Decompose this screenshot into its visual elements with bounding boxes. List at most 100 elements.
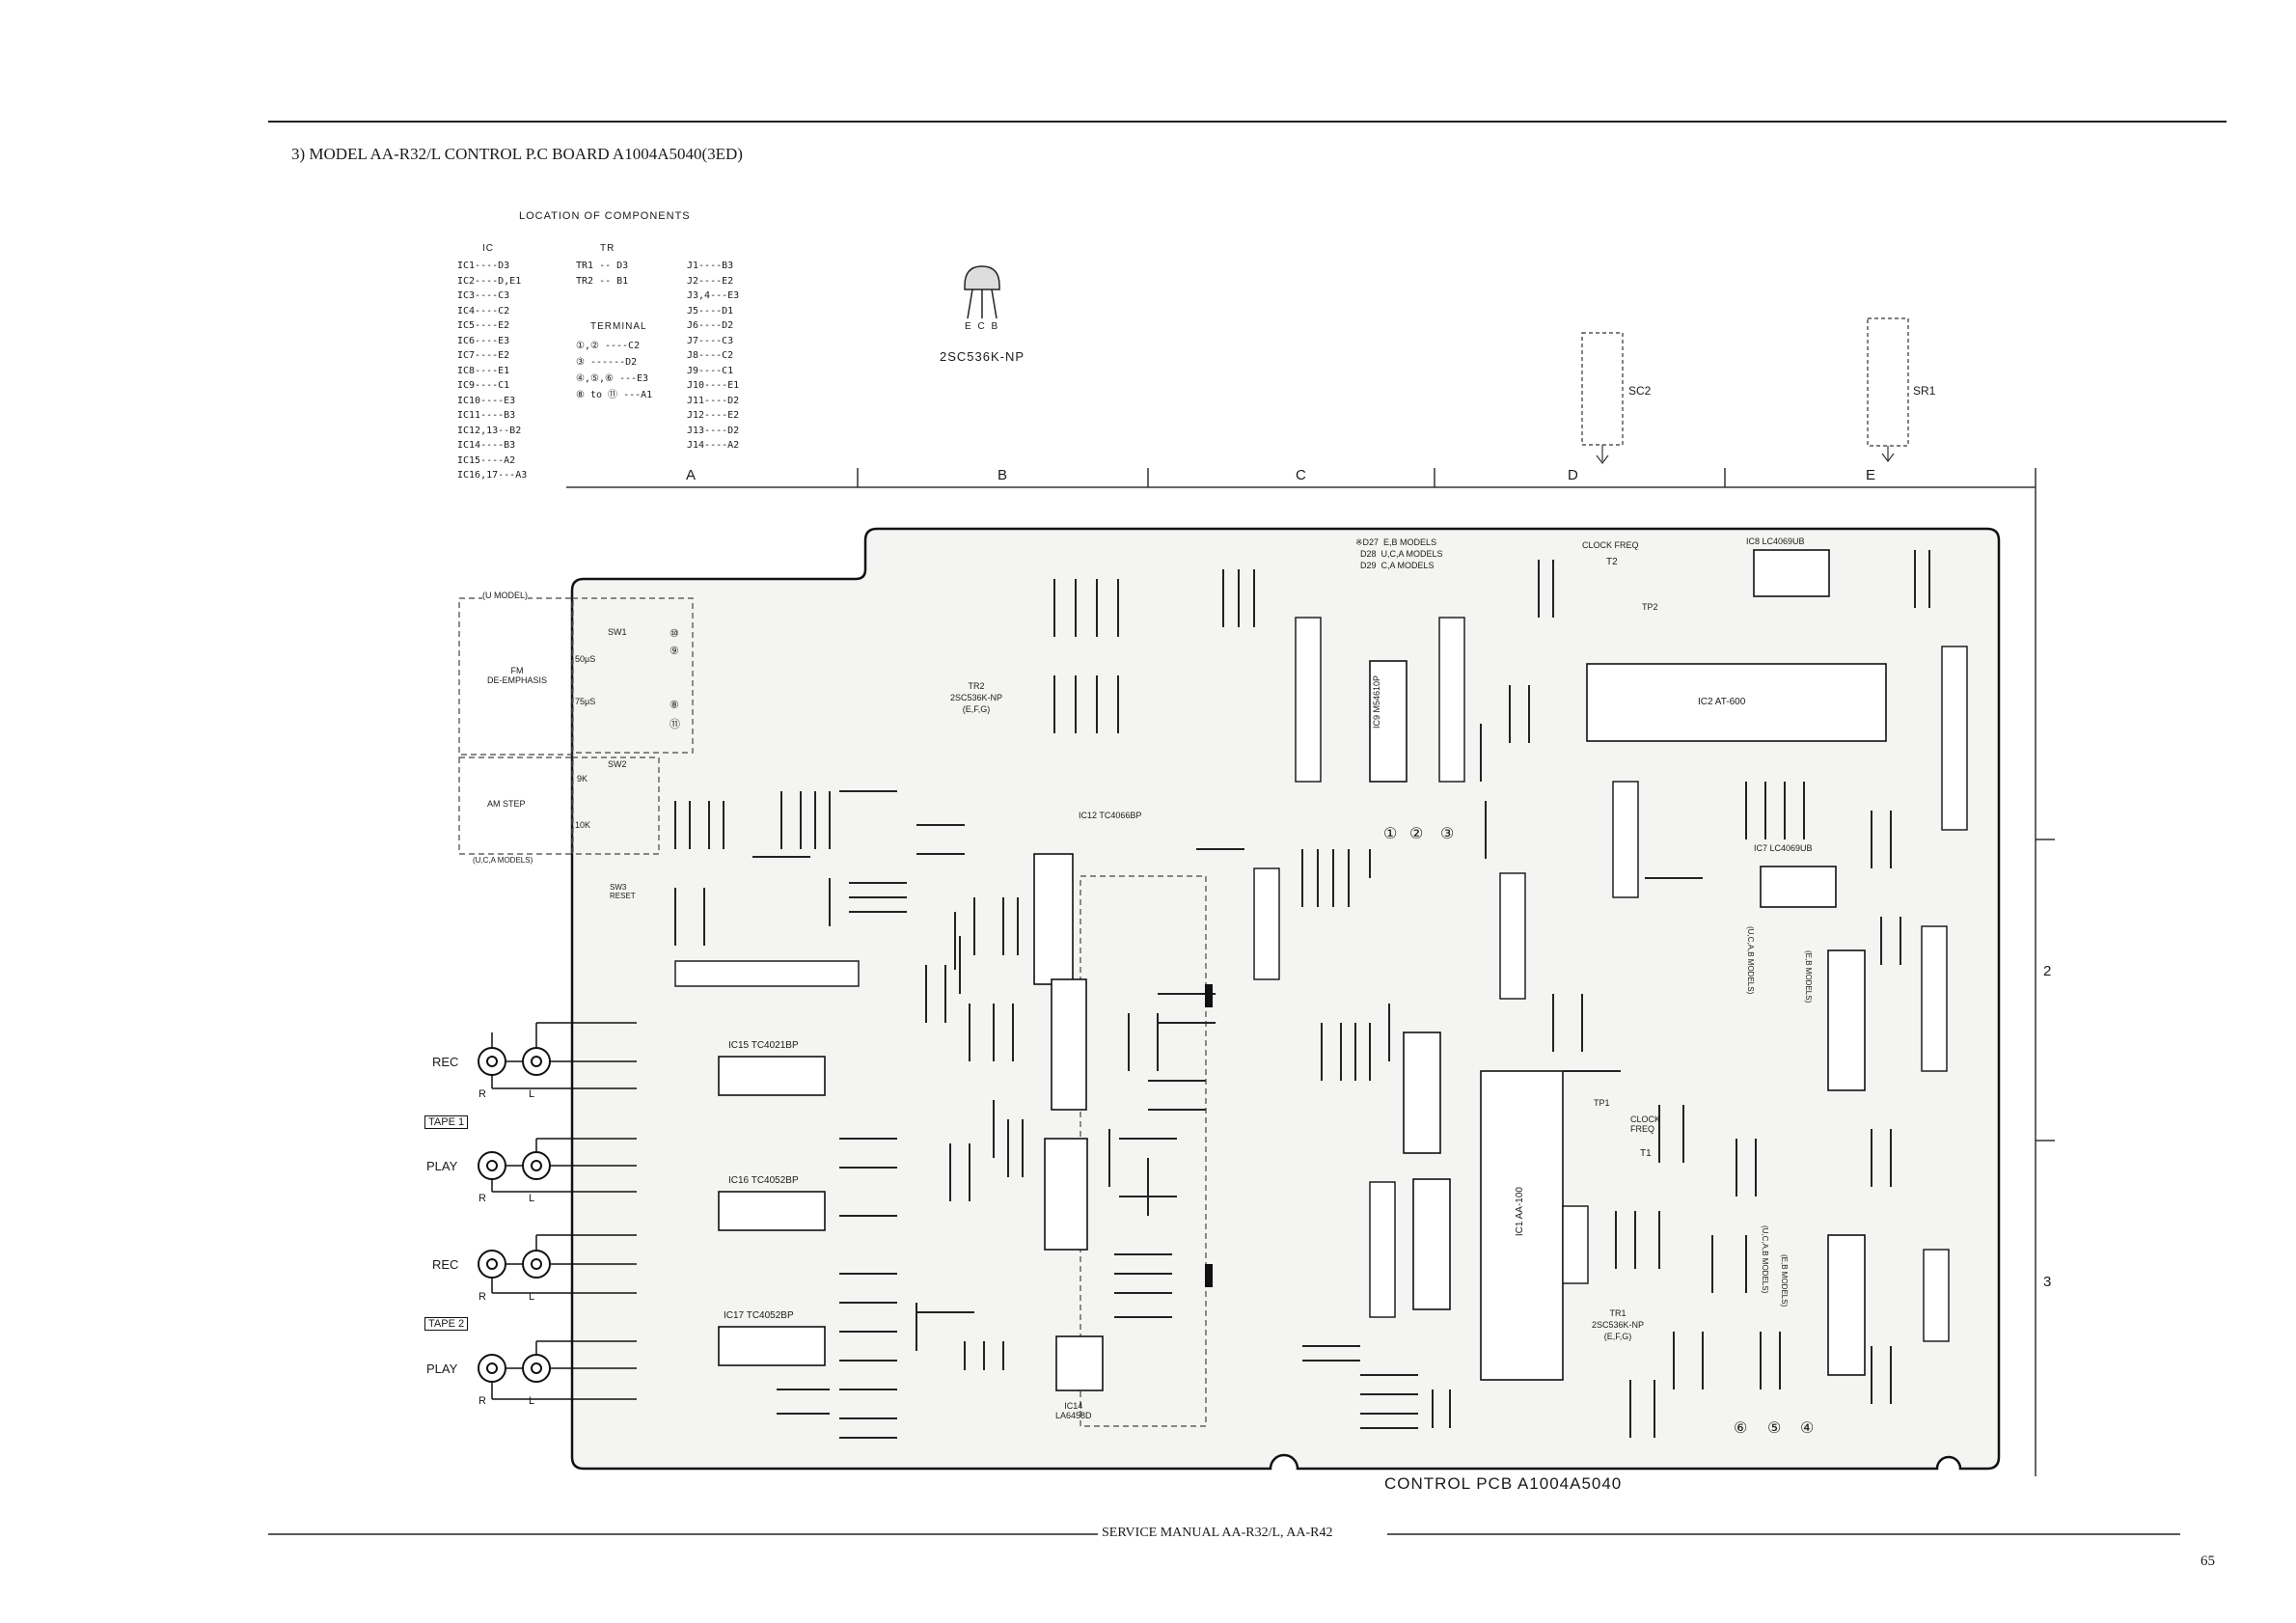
location-title: LOCATION OF COMPONENTS	[519, 210, 691, 222]
tape1-play-label: PLAY	[426, 1159, 458, 1173]
nine-k-label: 9K	[577, 774, 588, 784]
transistor-pins: E C B	[965, 321, 1000, 332]
d-models-note: ※D27 E,B MODELS D28 U,C,A MODELS D29 C,A…	[1355, 537, 1443, 570]
tr-location-row: TR2 -- B1	[576, 275, 629, 287]
ic9-label: IC9 M54610P	[1372, 675, 1381, 729]
transistor-part: 2SC536K-NP	[940, 349, 1025, 364]
terminal-3: ③	[1440, 826, 1455, 842]
ic-location-row: IC16,17---A3	[457, 470, 528, 481]
fifty-us-label: 50μS	[575, 654, 596, 664]
sr1-array	[1867, 317, 1909, 462]
terminal-2: ②	[1409, 826, 1424, 842]
side-models-1: (U,C,A,B MODELS)	[1746, 926, 1755, 995]
tape1-l-label: L	[529, 1088, 535, 1100]
sc2-array	[1581, 332, 1624, 464]
ten-k-label: 10K	[575, 820, 591, 830]
tape2-box: TAPE 2	[424, 1317, 469, 1331]
sw1-label: SW1	[608, 627, 627, 637]
sc2-label: SC2	[1628, 384, 1652, 398]
side-models-3: (U,C,A,B MODELS)	[1761, 1225, 1769, 1294]
page-title: 3) MODEL AA-R32/L CONTROL P.C BOARD A100…	[291, 145, 743, 163]
ic-packages	[718, 549, 1887, 1391]
ic15-label: IC15 TC4021BP	[728, 1040, 799, 1051]
seventyfive-us-label: 75μS	[575, 697, 596, 706]
tape2-rec-label: REC	[432, 1257, 459, 1272]
ic-location-row: IC2----D,E1	[457, 275, 522, 287]
j-location-row: J9----C1	[687, 365, 734, 376]
j-location-row: J7----C3	[687, 335, 734, 346]
side-circle-9: ⑨	[670, 646, 679, 657]
ic-location-row: IC9----C1	[457, 380, 510, 391]
j-location-row: J2----E2	[687, 275, 734, 287]
tr1-label: TR1 2SC536K-NP (E,F,G)	[1592, 1308, 1645, 1341]
tape1-rec-label: REC	[432, 1055, 459, 1069]
terminal-location-row: ⑧ to ⑪ ---A1	[576, 390, 653, 400]
ic8-label: IC8 LC4069UB	[1746, 536, 1805, 546]
ucao-models-label: (U,C,A MODELS)	[473, 856, 533, 865]
component-traces	[674, 550, 1930, 1439]
ic1-label: IC1 AA-100	[1515, 1187, 1525, 1237]
tape2-play-l: L	[529, 1395, 535, 1407]
terminal-4: ④	[1800, 1420, 1815, 1437]
tape2-play-label: PLAY	[426, 1362, 458, 1376]
j-location-row: J14----A2	[687, 440, 740, 451]
tape1-play-l: L	[529, 1193, 535, 1204]
terminal-location-row: ④,⑤,⑥ ---E3	[576, 373, 649, 384]
clock-freq-top: CLOCK FREQ	[1582, 540, 1639, 550]
grid-col-c: C	[1296, 467, 1306, 483]
tr-head: TR	[600, 243, 615, 254]
side-circle-10: ⑩	[670, 628, 679, 640]
j-location-row: J6----D2	[687, 320, 734, 331]
sr1-label: SR1	[1913, 384, 1936, 398]
j-location-row: J1----B3	[687, 261, 734, 271]
grid-col-e: E	[1866, 467, 1876, 483]
side-circle-8: ⑧	[670, 700, 679, 711]
ic-location-row: IC6----E3	[457, 335, 510, 346]
j-location-row: J11----D2	[687, 395, 740, 406]
jack-leads	[491, 1022, 637, 1400]
terminal-6: ⑥	[1734, 1420, 1748, 1437]
tape2-l-label: L	[529, 1291, 535, 1303]
black-jumpers	[1205, 984, 1213, 1287]
side-circle-11: ⑪	[670, 719, 680, 730]
tp2-label: TP2	[1642, 602, 1658, 612]
ic-location-row: IC4----C2	[457, 305, 510, 316]
tape1-box: TAPE 1	[424, 1115, 469, 1129]
ic-location-row: IC15----A2	[457, 454, 516, 466]
connectors	[674, 617, 1968, 1342]
ic-location-row: IC11----B3	[457, 410, 516, 421]
grid-frame	[566, 468, 2055, 1476]
tr2-label: TR2 2SC536K-NP (E,F,G)	[950, 681, 1003, 714]
ic17-label: IC17 TC4052BP	[724, 1310, 794, 1321]
ic12-label: IC12 TC4066BP	[1079, 811, 1142, 820]
ic2-label: IC2 AT-600	[1698, 697, 1746, 707]
clock-freq-mid: CLOCK FREQ	[1630, 1114, 1661, 1134]
ic-location-row: IC1----D3	[457, 261, 510, 271]
tr-location-row: TR1 -- D3	[576, 261, 629, 271]
tape1-r-label: R	[478, 1088, 486, 1100]
u-model-label: (U MODEL)	[482, 591, 528, 600]
terminal-location-row: ①,② ----C2	[576, 341, 641, 351]
t1-label: T1	[1640, 1148, 1652, 1159]
tape1-play-r: R	[478, 1193, 486, 1204]
grid-col-b: B	[998, 467, 1008, 483]
grid-col-d: D	[1568, 467, 1578, 483]
sw3-label: SW3 RESET	[610, 883, 636, 900]
tape2-play-r: R	[478, 1395, 486, 1407]
ic-location-row: IC8----E1	[457, 365, 510, 376]
sw2-label: SW2	[608, 759, 627, 769]
tp1-label: TP1	[1594, 1098, 1610, 1108]
j-location-row: J5----D1	[687, 305, 734, 316]
ic-head: IC	[482, 243, 494, 254]
ic16-label: IC16 TC4052BP	[728, 1175, 799, 1186]
transistor-symbol	[964, 265, 1000, 319]
ic7-label: IC7 LC4069UB	[1754, 843, 1813, 853]
ic-location-row: IC3----C3	[457, 290, 510, 301]
board-caption: CONTROL PCB A1004A5040	[1384, 1474, 1623, 1493]
tr-list: TR1 -- D3 TR2 -- B1	[576, 259, 628, 289]
pcb-outline	[570, 527, 2001, 1471]
terminal-head: TERMINAL	[590, 321, 647, 332]
